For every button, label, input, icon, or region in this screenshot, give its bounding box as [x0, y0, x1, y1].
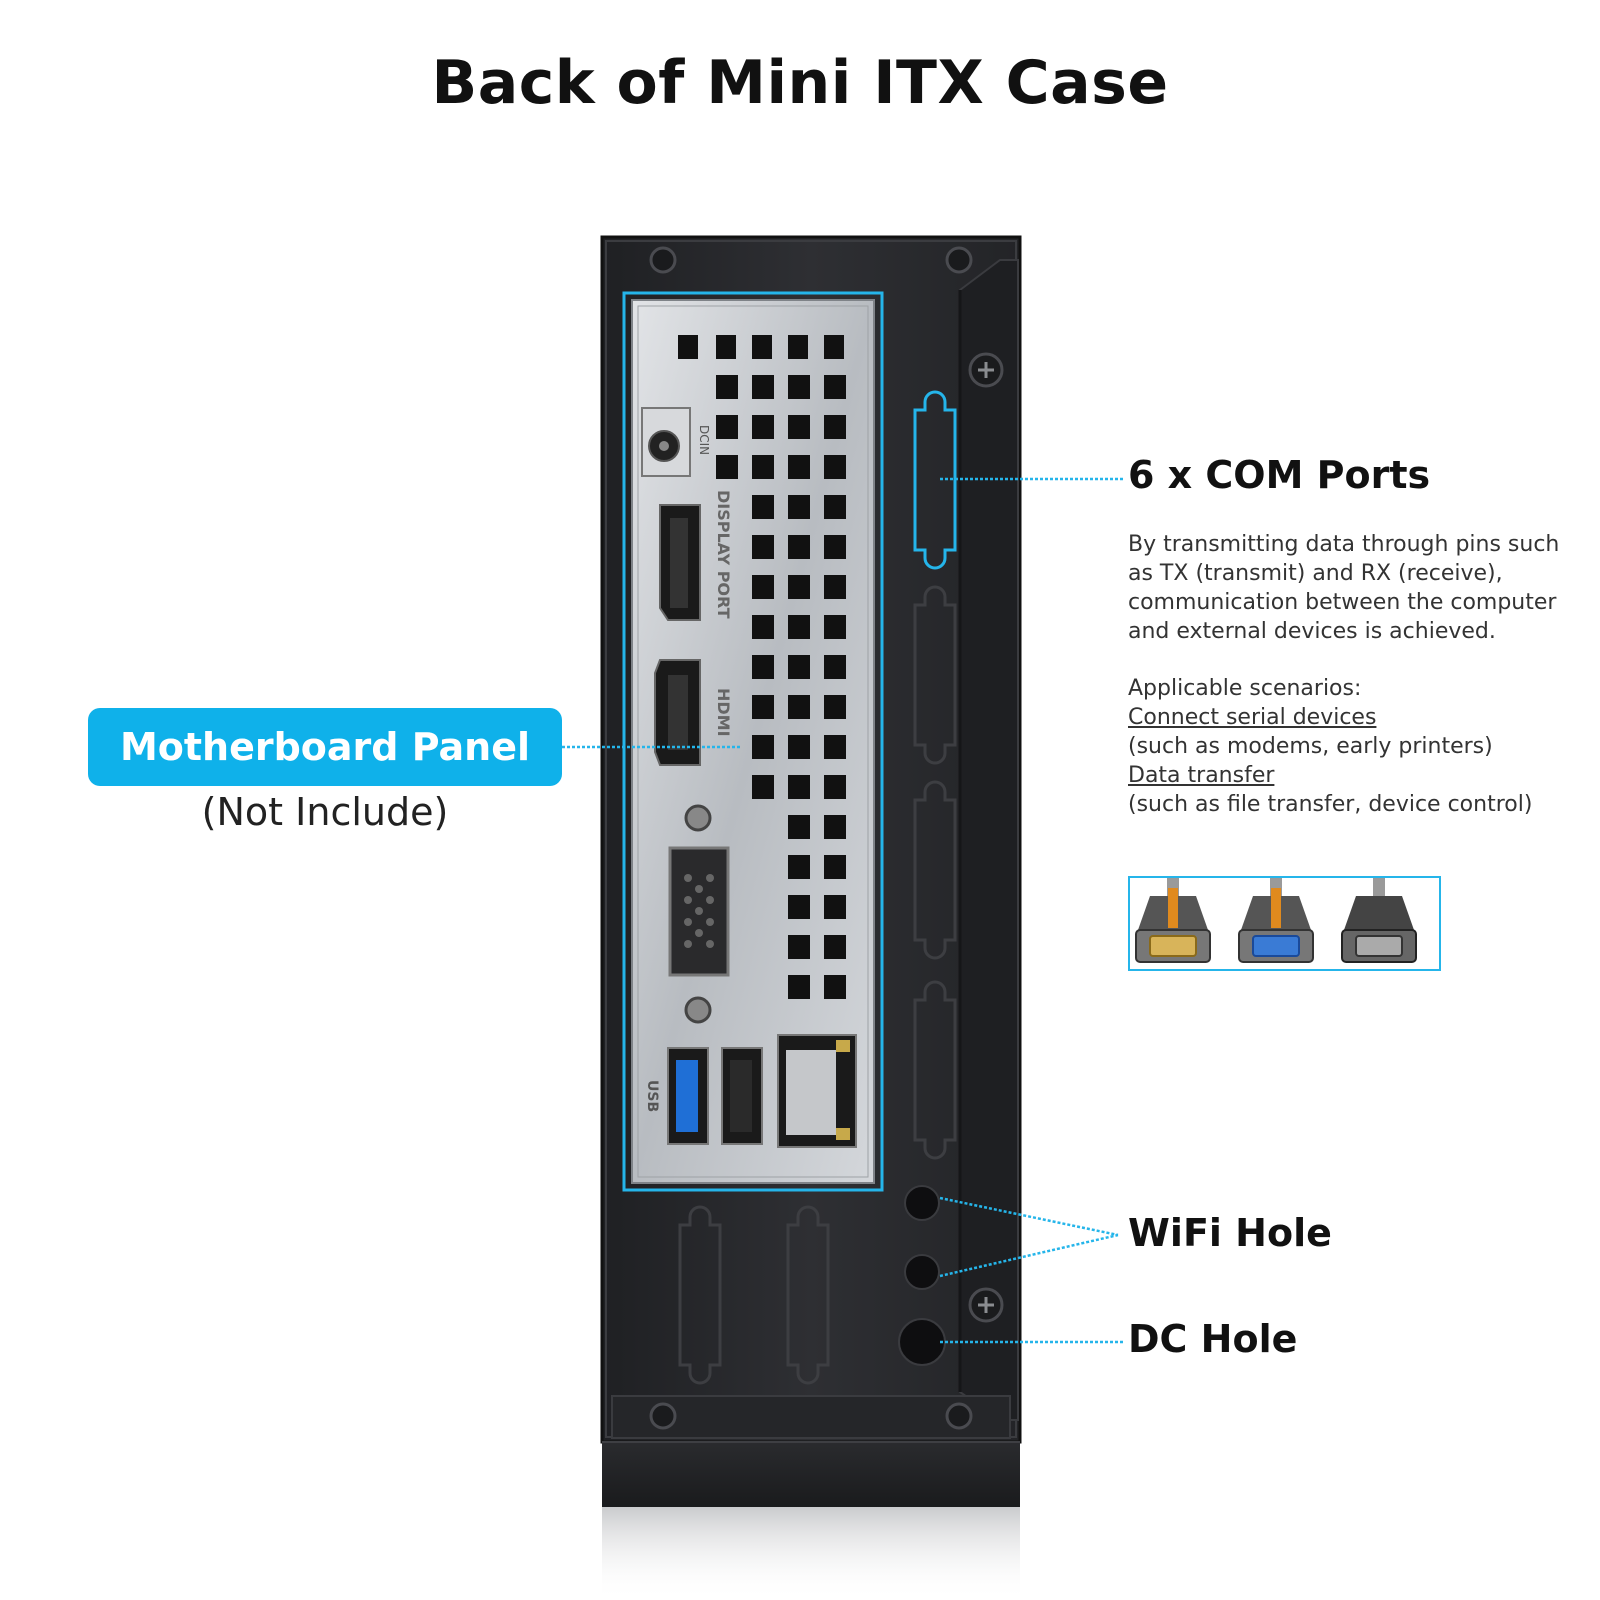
io-shield-highlight	[622, 291, 884, 1192]
dc-in-jack	[641, 407, 691, 477]
displayport-marking: DISPLAY PORT	[714, 490, 733, 619]
case-foot	[602, 1442, 1020, 1507]
dc-hole	[898, 1318, 946, 1366]
dcin-marking: DCIN	[697, 425, 711, 455]
motherboard-panel-badge: Motherboard Panel	[88, 708, 562, 786]
scenario-name-1: Connect serial devices	[1128, 705, 1377, 730]
scenario-name-2: Data transfer	[1128, 763, 1275, 788]
db9-cable-gray	[1341, 878, 1417, 963]
db9-cable-gold	[1135, 878, 1211, 963]
wifi-hole-label: WiFi Hole	[1128, 1211, 1332, 1255]
com-ports-label: 6 x COM Ports	[1128, 453, 1431, 497]
hdmi-marking: HDMI	[714, 688, 733, 737]
hdmi-port	[654, 659, 701, 766]
serial-cable-images	[1128, 876, 1441, 971]
com-ports-description: By transmitting data through pins such a…	[1128, 530, 1568, 819]
case-reflection	[602, 1505, 1020, 1600]
vga-port	[668, 804, 730, 1024]
wifi-hole-top	[904, 1185, 940, 1221]
vent-grid	[678, 335, 846, 999]
scenarios-heading: Applicable scenarios:	[1128, 676, 1362, 701]
usb-marking: USB	[644, 1080, 660, 1112]
lan-port	[777, 1034, 857, 1148]
dc-hole-label: DC Hole	[1128, 1317, 1298, 1361]
leader-lines	[562, 477, 1124, 1344]
page-title: Back of Mini ITX Case	[431, 48, 1169, 118]
scenario-detail-1: (such as modems, early printers)	[1128, 734, 1493, 759]
com-description-text: By transmitting data through pins such a…	[1128, 532, 1560, 644]
wifi-hole-bottom	[904, 1254, 940, 1290]
motherboard-panel-note: (Not Include)	[201, 790, 449, 834]
displayport-port	[659, 504, 701, 621]
usb-ports	[667, 1047, 763, 1145]
scenario-detail-2: (such as file transfer, device control)	[1128, 792, 1533, 817]
com-port-highlight	[913, 390, 957, 570]
db9-cable-blue	[1238, 878, 1314, 963]
com-knockouts	[678, 585, 957, 1385]
